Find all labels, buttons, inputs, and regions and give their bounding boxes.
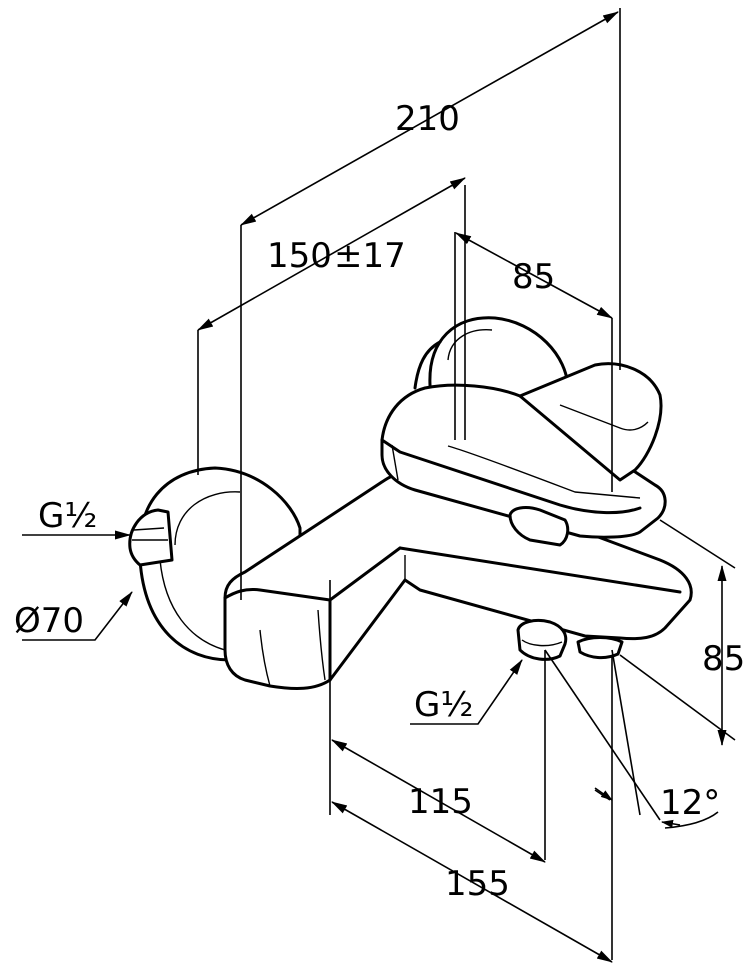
- cartridge-housing: [518, 362, 663, 482]
- label-12-degrees: 12°: [660, 783, 720, 823]
- label-115: 115: [408, 782, 473, 822]
- dim-150-line: [197, 177, 466, 331]
- dim-85-handle-line: [455, 232, 613, 319]
- label-inlet-thread: G½: [38, 496, 97, 536]
- lever-tab: [508, 506, 570, 547]
- faucet-body: [128, 316, 693, 690]
- label-210: 210: [395, 99, 460, 139]
- dim-155-line: [331, 801, 613, 963]
- diameter-leader: [22, 591, 133, 641]
- label-155: 155: [445, 864, 510, 904]
- inlet-nipple: [128, 508, 174, 567]
- outlet-aerator: [516, 618, 568, 661]
- dimension-labels: 210 150 ±17 85 85 115 155 12° G½ Ø70 G½: [14, 99, 745, 904]
- label-150-tolerance: ±17: [334, 236, 406, 276]
- mixer-body: [223, 470, 693, 690]
- label-150: 150: [267, 236, 332, 276]
- dimension-lines: [22, 8, 736, 963]
- label-85-handle: 85: [512, 257, 555, 297]
- label-outlet-thread: G½: [414, 685, 473, 725]
- front-escutcheon: [137, 466, 302, 662]
- outlet-leader: [410, 659, 523, 725]
- label-85-height: 85: [702, 639, 745, 679]
- lever-handle: [380, 383, 667, 539]
- label-escutcheon-diameter: Ø70: [14, 601, 84, 641]
